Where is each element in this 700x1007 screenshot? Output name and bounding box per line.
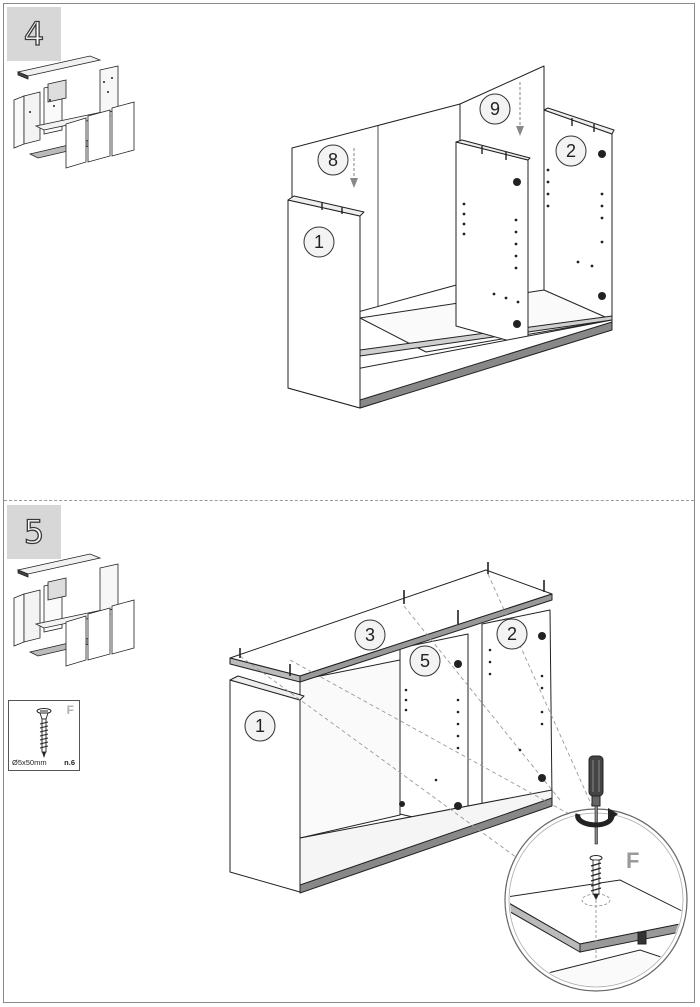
- step-4-number: 4: [23, 15, 45, 53]
- step-4-overview-thumbnail: [13, 55, 135, 169]
- cam-lock-icon: [454, 802, 462, 810]
- part-label-9: 9: [490, 99, 500, 119]
- step-divider: [4, 500, 694, 501]
- cam-lock-icon: [513, 320, 521, 328]
- down-arrow-icon: [516, 126, 524, 136]
- cam-lock-icon: [598, 150, 606, 158]
- cam-lock-icon: [538, 774, 546, 782]
- part-label-8: 8: [328, 150, 338, 170]
- down-arrow-icon: [350, 178, 358, 188]
- cam-lock-icon: [454, 660, 462, 668]
- screw-icon: [36, 708, 52, 758]
- step-5-number: 5: [23, 513, 45, 551]
- screwdriver-icon: [575, 755, 618, 845]
- screw-icon: [589, 855, 603, 900]
- hardware-quantity-label: n.6: [64, 758, 75, 767]
- cam-lock-icon: [513, 178, 521, 186]
- part-label-2: 2: [507, 624, 517, 644]
- step-4-illustration: 1 2 8 9: [287, 65, 615, 409]
- detail-letter: F: [626, 848, 639, 873]
- hardware-box-screw-f: F Ø5x50mm n.6: [8, 700, 80, 771]
- cam-lock-icon: [598, 292, 606, 300]
- hardware-letter: F: [66, 703, 74, 717]
- hardware-size-label: Ø5x50mm: [12, 758, 47, 767]
- step-5-badge: 5: [7, 505, 61, 559]
- step-5-overview-thumbnail: [13, 553, 135, 667]
- part-label-3: 3: [365, 625, 375, 645]
- cam-lock-icon: [399, 801, 405, 807]
- instruction-sheet: [3, 3, 695, 1003]
- part-label-5: 5: [420, 651, 430, 671]
- screw-detail-magnifier: [504, 755, 688, 992]
- step-4-badge: 4: [7, 7, 61, 61]
- cam-lock-icon: [538, 632, 546, 640]
- part-label-2: 2: [566, 141, 576, 161]
- part-label-1: 1: [314, 232, 324, 252]
- part-label-1: 1: [255, 716, 265, 736]
